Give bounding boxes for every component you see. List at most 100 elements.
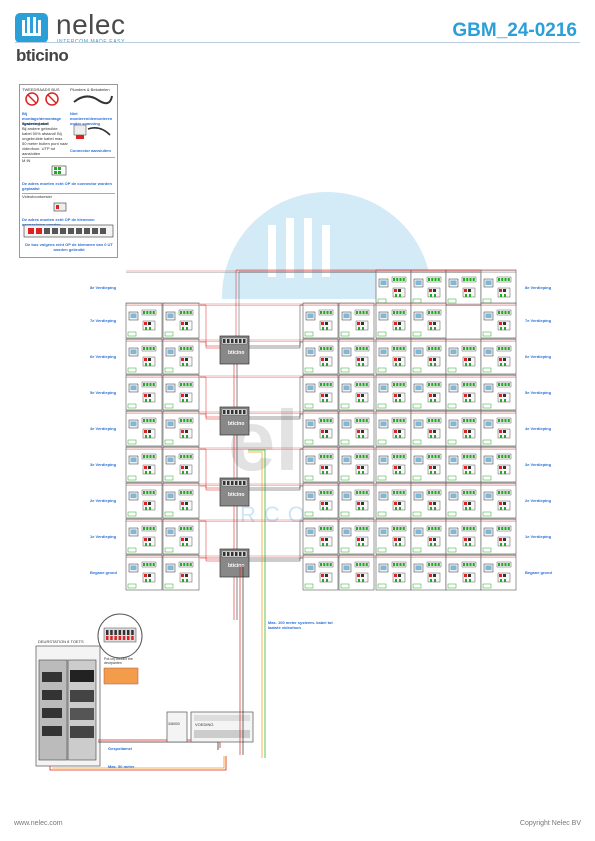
floor-label-left: 5e Verdieping [90, 390, 117, 395]
bus-distributor: bticino [219, 477, 250, 507]
floor-label-left: Begane grond [90, 570, 117, 575]
legend-bus-block: TWEEDRAADS BUS Bij montage/demontage spa… [22, 87, 66, 126]
apartment-unit-right [410, 482, 447, 519]
legend-video-note: De adres moeten echt OP de klemmen aange… [22, 217, 95, 227]
apartment-unit-right [410, 269, 447, 306]
floor-label-right: Begane grond [525, 570, 552, 575]
apartment-unit-left [125, 410, 163, 447]
apartment-unit-right [338, 446, 375, 483]
apartment-unit-right [480, 482, 517, 519]
mon-connector-icon [51, 165, 67, 176]
apartment-unit-right [480, 269, 517, 306]
apartment-unit-right [338, 338, 375, 375]
keypad-module [70, 708, 94, 720]
apartment-unit-right [410, 302, 447, 339]
apartment-unit-right [410, 374, 447, 411]
apartment-unit-right [480, 446, 517, 483]
footer-copyright: Copyright Nelec BV [519, 820, 581, 827]
max-50-label: Max. 50 meter [108, 764, 135, 769]
legend-cable-text: Bij andere gebruikte kabel 50% afstand! … [22, 126, 68, 156]
apartment-unit-right [375, 446, 412, 483]
apartment-unit-left [125, 374, 163, 411]
power-small-label: 346000 [168, 722, 180, 726]
floor-label-right: 5e Verdieping [525, 390, 552, 395]
apartment-unit-left [162, 302, 200, 339]
apartment-unit-left [162, 446, 200, 483]
apartment-unit-right [445, 446, 482, 483]
legend-mon-title: M IN [22, 158, 31, 163]
apartment-unit-right [410, 518, 447, 555]
bus-distributor: bticino [219, 548, 250, 578]
button-row-3 [42, 708, 62, 718]
apartment-unit-right [338, 518, 375, 555]
apartment-unit-right [480, 554, 517, 591]
camera-module [70, 670, 94, 682]
legend-mon-block: M IN De adres moeten echt OP de connecto… [22, 157, 115, 191]
apartment-unit-right [375, 410, 412, 447]
distributor-label: bticino [228, 563, 244, 569]
apartment-unit-left [125, 446, 163, 483]
apartment-unit-right [375, 374, 412, 411]
name-module [70, 726, 94, 738]
apartment-unit-right [445, 269, 482, 306]
apartment-unit-left [125, 518, 163, 555]
floor-label-right: 3e Verdieping [525, 462, 552, 467]
legend-video-block: Videofoontoestel De adres moeten echt OP… [22, 193, 115, 227]
apartment-unit-right [302, 410, 339, 447]
apartment-unit-right [375, 338, 412, 375]
apartment-unit-right [410, 446, 447, 483]
legend-title-2: Plunders & Bekabelen [70, 87, 110, 92]
power-unit-small [166, 711, 188, 743]
apartment-unit-right [302, 302, 339, 339]
apartment-unit-right [480, 302, 517, 339]
video-connector-icon [53, 202, 67, 212]
footer-website: www.nelec.com [14, 820, 63, 827]
apartment-unit-right [375, 269, 412, 306]
apartment-unit-right [480, 410, 517, 447]
distributor-label: bticino [228, 421, 244, 427]
gespotlamel-label: Gespotlamel [108, 746, 133, 751]
apartment-unit-left [162, 410, 200, 447]
apartment-unit-right [410, 554, 447, 591]
apartment-unit-right [375, 554, 412, 591]
apartment-unit-right [445, 410, 482, 447]
apartment-unit-right [480, 338, 517, 375]
floor-label-left: 4e Verdieping [90, 426, 117, 431]
apartment-unit-right [375, 302, 412, 339]
legend-note-1: Bij montage/demontage spanning eraf [22, 111, 62, 126]
floor-label-left: 1e Verdieping [90, 534, 117, 539]
floor-label-right: 2e Verdieping [525, 498, 552, 503]
bus-distributor: bticino [219, 335, 250, 365]
button-row-1 [42, 672, 62, 682]
apartment-unit-left [125, 338, 163, 375]
brand-name: nelec [56, 9, 126, 40]
legend-wiring-block: Plunders & Bekabelen Niet monteren/demon… [70, 87, 115, 126]
floor-label-right: 1e Verdieping [525, 534, 552, 539]
apartment-unit-right [375, 518, 412, 555]
legend-note-2: Niet monteren/demonteren onder spanning [70, 111, 113, 126]
power-unit-label: VOEDING [195, 722, 214, 727]
apartment-unit-right [410, 338, 447, 375]
legend-mon-note: De adres moeten echt OP de connector wor… [22, 181, 112, 191]
legend-cable-title: Systeemkabel [22, 121, 49, 126]
apartment-unit-right [445, 518, 482, 555]
apartment-unit-left [162, 374, 200, 411]
distributor-label: bticino [228, 350, 244, 356]
legend-connector-note: Connector aansluiten [70, 148, 111, 153]
cable-icon [73, 95, 113, 105]
floor-label-right: 4e Verdieping [525, 426, 552, 431]
apartment-unit-left [162, 482, 200, 519]
document-number: GBM_24-0216 [452, 20, 577, 41]
speaker-module [70, 690, 94, 702]
apartment-unit-left [125, 482, 163, 519]
apartment-unit-right [302, 554, 339, 591]
button-row-2 [42, 690, 62, 700]
contact-note: Pot.vrij contact the deurpanten [104, 657, 133, 665]
apartment-unit-right [338, 554, 375, 591]
apartment-unit-right [302, 482, 339, 519]
potential-free-contact [103, 667, 139, 685]
floor-label-left: 2e Verdieping [90, 498, 117, 503]
floor-label-right: 6e Verdieping [525, 354, 552, 359]
apartment-unit-right [480, 518, 517, 555]
floor-label-left: 7e Verdieping [90, 318, 117, 323]
